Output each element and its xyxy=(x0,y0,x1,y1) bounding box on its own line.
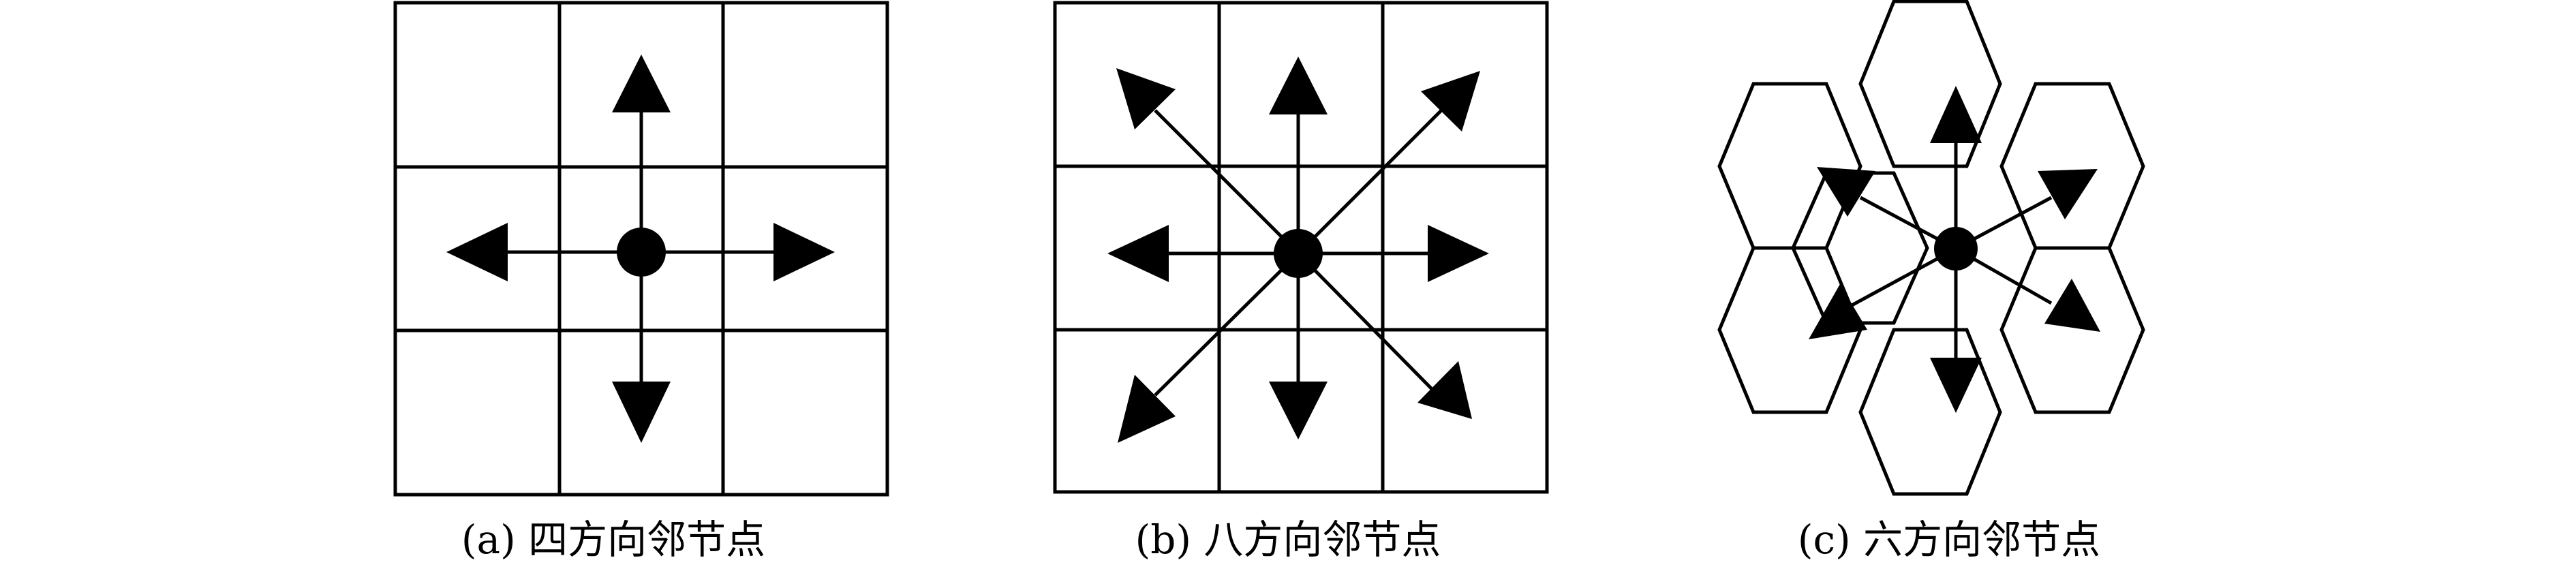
caption-eight-direction: (b) 八方向邻节点 xyxy=(1135,516,1441,563)
panel-six-direction xyxy=(1717,0,2145,496)
arrow-lower-right xyxy=(1954,247,2100,332)
arrow-down xyxy=(612,252,671,443)
arrow-upper-left xyxy=(1817,167,1957,251)
arrow-down-left xyxy=(1118,252,1300,443)
hex-top xyxy=(1858,0,2002,168)
hex-bottom xyxy=(1858,328,2002,496)
center-node-c xyxy=(1934,227,1978,270)
hex-lower-right xyxy=(1999,246,2145,414)
arrows-c xyxy=(1809,86,2100,413)
arrow-up xyxy=(1269,57,1328,253)
arrow-down-right xyxy=(1297,252,1472,419)
caption-four-direction: (a) 四方向邻节点 xyxy=(461,516,766,563)
panel-eight-direction xyxy=(1053,1,1549,494)
center-node-b xyxy=(1274,229,1323,278)
hex-lower-left xyxy=(1717,246,1862,414)
square-grid-b xyxy=(1053,1,1549,494)
arrow-left xyxy=(446,223,641,281)
arrow-right xyxy=(641,223,835,281)
square-grid-a xyxy=(393,1,889,497)
arrow-left xyxy=(1107,225,1298,282)
arrow-up-left xyxy=(1116,68,1300,255)
hex-upper-left xyxy=(1717,82,1862,250)
arrow-right xyxy=(1298,225,1489,282)
arrow-down xyxy=(1269,253,1328,439)
hex-grid-c xyxy=(1717,0,2145,496)
arrow-up-right xyxy=(1297,71,1480,255)
arrow-up xyxy=(612,55,671,252)
hex-upper-right xyxy=(1999,82,2145,250)
arrow-upper-right xyxy=(1954,169,2098,251)
caption-six-direction: (c) 六方向邻节点 xyxy=(1797,516,2101,563)
panel-four-direction xyxy=(393,1,889,497)
center-node-a xyxy=(617,228,666,277)
